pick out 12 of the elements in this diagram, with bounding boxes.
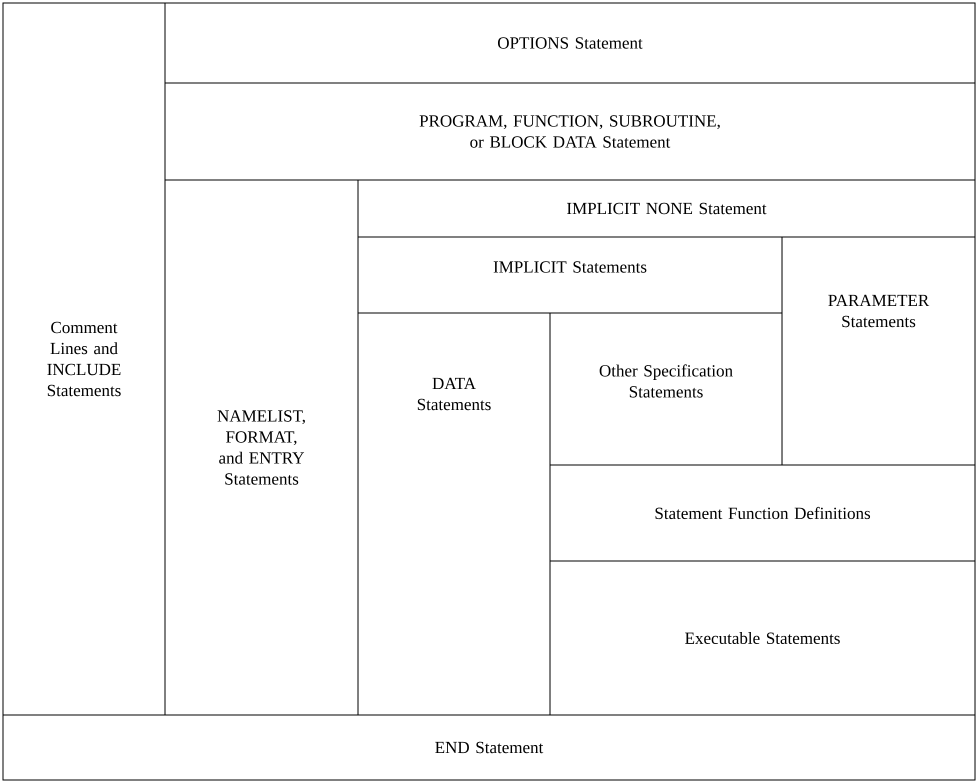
statement-box: DATA Statements <box>358 312 550 716</box>
statement-box: PARAMETER Statements <box>782 236 976 466</box>
statement-box: Executable Statements <box>550 560 976 716</box>
statement-box: IMPLICIT Statements <box>358 236 782 314</box>
statement-box: Comment Lines and INCLUDE Statements <box>2 2 166 716</box>
statement-box: OPTIONS Statement <box>164 2 976 84</box>
statement-box: Statement Function Definitions <box>550 464 976 562</box>
statement-box: IMPLICIT NONE Statement <box>358 180 976 238</box>
statement-box: NAMELIST, FORMAT, and ENTRY Statements <box>164 180 358 716</box>
statement-box: Other Specification Statements <box>550 312 782 466</box>
statement-box: END Statement <box>2 714 976 780</box>
statement-box: PROGRAM, FUNCTION, SUBROUTINE, or BLOCK DATA Statement <box>164 82 976 180</box>
